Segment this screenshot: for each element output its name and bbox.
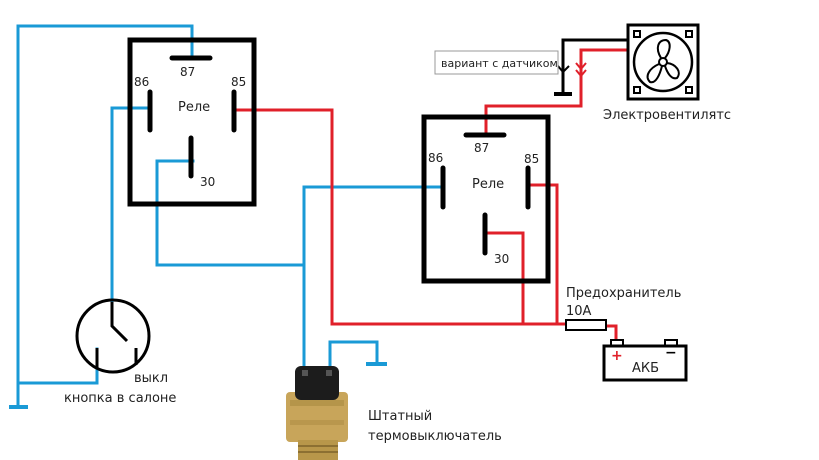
battery-label: АКБ <box>632 361 659 376</box>
battery-minus-sign: − <box>665 345 677 361</box>
wire-fuse-to-battery <box>604 324 618 342</box>
wire-relay1-30-to-junction <box>155 159 306 267</box>
relay-2-label-30: 30 <box>494 252 509 266</box>
relay-2-label-86: 86 <box>428 151 443 165</box>
relay-1-label-87: 87 <box>180 65 195 79</box>
fan-label: Электровентилятс <box>603 108 731 123</box>
relay-2-label-87: 87 <box>474 141 489 155</box>
thermo-switch-label-1: Штатный <box>368 409 432 424</box>
relay-2-title: Реле <box>472 177 504 192</box>
sensor-variant-label: вариант с датчиком <box>441 57 558 70</box>
fuse-body <box>565 319 607 331</box>
wire-sensor-to-ground <box>328 340 379 370</box>
cabin-switch <box>75 298 151 374</box>
wire-relay2-86-to-sensor <box>302 185 445 370</box>
fuse-label: Предохранитель <box>566 286 681 301</box>
fuse: Предохранитель 10А <box>565 286 681 331</box>
relay-1-label-86: 86 <box>134 75 149 89</box>
relay-1-label-30: 30 <box>200 175 215 189</box>
thermo-switch-icon <box>286 366 348 460</box>
sensor-variant-callout: вариант с датчиком <box>434 50 559 75</box>
sensor-contact-red <box>575 62 587 78</box>
wire-switch-to-ground <box>16 347 99 385</box>
relay-2-label-85: 85 <box>524 152 539 166</box>
sensor-variant-box <box>434 50 559 75</box>
relay-1-body <box>127 37 257 207</box>
relay-2-body <box>421 114 551 284</box>
blue-wires <box>9 24 445 409</box>
battery: + − АКБ <box>602 339 688 382</box>
fuse-rating: 10А <box>566 304 592 319</box>
wire-relay2-30-to-fuse <box>485 231 525 326</box>
thermo-switch-label-2: термовыключатель <box>368 429 502 444</box>
switch-state-label: выкл <box>134 371 168 386</box>
battery-body <box>602 344 688 382</box>
wire-relay2-85-to-fuse <box>529 183 559 326</box>
battery-plus-sign: + <box>611 348 623 364</box>
switch-lever <box>110 302 129 343</box>
wire-ground-to-relay1-87 <box>16 24 194 407</box>
relay-1-title: Реле <box>178 100 210 115</box>
relay-2: 87 86 85 30 Реле <box>421 114 551 284</box>
switch-label: кнопка в салоне <box>64 391 176 406</box>
switch-body <box>75 298 151 374</box>
fan-ground-wire <box>554 38 628 96</box>
relay-1-label-85: 85 <box>231 75 246 89</box>
wire-relay1-86-to-switch <box>110 106 152 304</box>
relay-1: 87 86 85 30 Реле <box>127 37 257 207</box>
fan-icon <box>626 23 700 101</box>
wire-fan-to-ground <box>561 38 628 72</box>
wire-relay1-85-to-fuse <box>232 108 568 326</box>
